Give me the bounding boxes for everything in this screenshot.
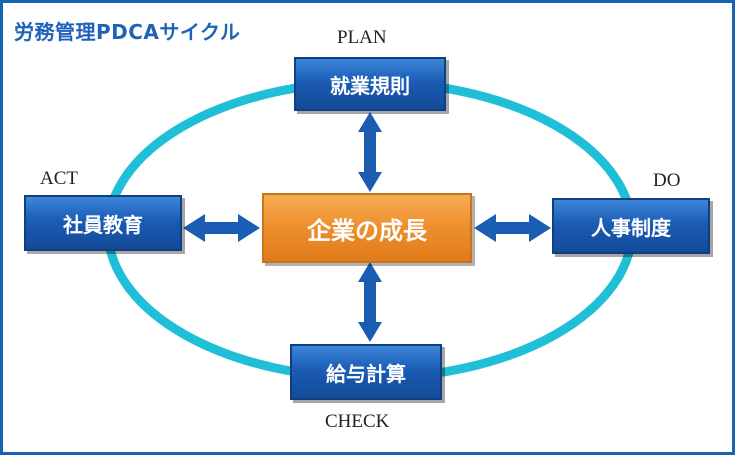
node-do-hr-system: 人事制度 xyxy=(552,198,710,254)
arrow-center-right xyxy=(474,214,551,242)
node-act-employee-education: 社員教育 xyxy=(24,195,182,251)
node-check-payroll: 給与計算 xyxy=(290,344,442,400)
phase-label-plan: PLAN xyxy=(337,27,387,48)
node-plan-work-rules: 就業規則 xyxy=(294,57,446,111)
phase-label-do: DO xyxy=(653,170,681,191)
arrow-center-left xyxy=(183,214,260,242)
node-center-company-growth: 企業の成長 xyxy=(262,193,472,263)
phase-label-act: ACT xyxy=(40,168,78,189)
diagram-title: 労務管理PDCAサイクル xyxy=(14,20,241,44)
arrow-center-top xyxy=(358,112,382,192)
phase-label-check: CHECK xyxy=(325,411,390,432)
arrow-center-bottom xyxy=(358,262,382,342)
